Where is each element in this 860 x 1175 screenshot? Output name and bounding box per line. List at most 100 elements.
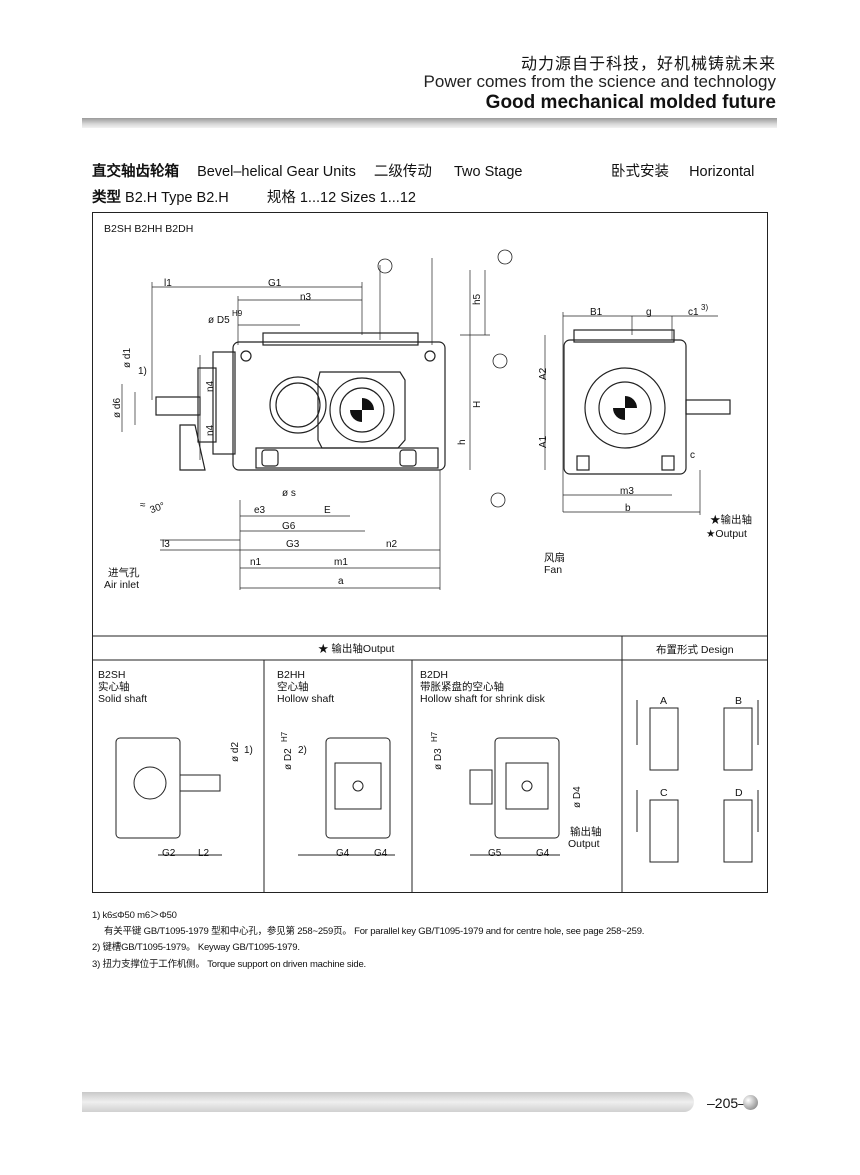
footer-dot-icon — [743, 1095, 758, 1110]
title-en-stage: Two Stage — [453, 164, 523, 180]
b2sh-dim-d2: ø d2 — [230, 741, 241, 762]
title-en-horizontal: Horizontal — [689, 164, 755, 180]
page-number: –205– — [707, 1095, 746, 1111]
design-section-title: 布置形式 Design — [656, 644, 734, 656]
footnote-2: 2) 键槽GB/T1095-1979。 Keyway GB/T1095-1979… — [92, 942, 300, 953]
drawing-frame — [92, 212, 768, 893]
title-mounting: 卧式安装 Horizontal — [611, 160, 754, 181]
footnote-3: 3) 扭力支撑位于工作机侧。 Torque support on driven … — [92, 959, 366, 970]
dim-G3: G3 — [286, 539, 300, 550]
dim-c: c — [690, 450, 695, 461]
side-view-dimensions — [544, 312, 718, 515]
dim-m1: m1 — [334, 557, 348, 568]
dim-n4-bottom: n4 — [205, 424, 216, 436]
b2dh-dim-G4: G4 — [536, 848, 550, 859]
dim-n2: n2 — [386, 539, 398, 550]
b2sh-en: Solid shaft — [98, 693, 148, 705]
b2dh-dim-D3: ø D3 — [433, 748, 444, 770]
output-shaft-cn: ★输出轴 — [710, 514, 752, 526]
dim-b: b — [625, 503, 631, 514]
air-inlet-cn: 进气孔 — [108, 567, 140, 579]
b2hh-dim-G4-a: G4 — [336, 848, 350, 859]
design-label-B: B — [735, 695, 743, 707]
dim-h5: h5 — [472, 293, 483, 305]
b2dh-output-en: Output — [568, 838, 600, 850]
title-type-code: B2.H — [125, 190, 158, 206]
header-slogan-en: Power comes from the science and technol… — [423, 72, 776, 91]
title-size-cn: 规格 1...12 — [266, 190, 337, 206]
b2dh-cn: 带胀紧盘的空心轴 — [420, 681, 504, 693]
b2hh-dim-D2: ø D2 — [283, 748, 294, 770]
title-en-gear: Bevel–helical Gear Units — [197, 164, 356, 180]
output-view-b2sh — [115, 737, 222, 856]
header-slogan-bold: Good mechanical molded future — [485, 92, 776, 113]
dim-B1: B1 — [590, 307, 603, 318]
dim-a: a — [338, 576, 344, 587]
dim-H9-tol: H9 — [232, 309, 243, 318]
title-cn-gear: 直交轴齿轮箱 — [92, 164, 179, 180]
title-type-code-2: B2.H — [196, 190, 229, 206]
angle-approx: ≈ — [140, 500, 146, 511]
air-inlet-en: Air inlet — [104, 579, 140, 591]
dim-s: ø s — [282, 488, 296, 499]
b2hh-code: B2HH — [277, 669, 306, 681]
b2hh-cn: 空心轴 — [277, 681, 309, 693]
footer-bar — [82, 1092, 694, 1112]
dim-h: h — [457, 439, 468, 445]
b2hh-dim-G4-b: G4 — [374, 848, 388, 859]
b2sh-code: B2SH — [98, 669, 126, 681]
title-type-cn: 类型 — [92, 190, 121, 206]
design-label-C: C — [660, 787, 668, 799]
b2dh-en: Hollow shaft for shrink disk — [420, 693, 545, 705]
dim-E: E — [324, 505, 331, 516]
b2hh-tol: H7 — [280, 731, 289, 742]
design-views — [636, 700, 759, 863]
dim-d1: ø d1 — [122, 347, 133, 368]
b2hh-note: 2) — [298, 745, 307, 756]
side-view-gearbox — [563, 329, 731, 475]
dim-n1: n1 — [250, 557, 262, 568]
b2sh-cn: 实心轴 — [98, 681, 130, 693]
b2sh-note: 1) — [244, 745, 253, 756]
title-line-2: 类型 B2.H Type B2.H 规格 1...12 Sizes 1...12 — [92, 186, 416, 207]
b2dh-dim-D4: ø D4 — [572, 786, 583, 808]
b2dh-output-cn: 输出轴 — [570, 826, 602, 838]
marker-symbols — [377, 249, 513, 508]
output-section-title: ★ 输出轴Output — [318, 643, 395, 655]
b2dh-code: B2DH — [420, 669, 449, 681]
front-view-dimensions — [121, 258, 490, 590]
title-line-1: 直交轴齿轮箱 Bevel–helical Gear Units 二级传动 Two… — [92, 160, 522, 181]
output-view-b2dh — [469, 737, 560, 856]
title-size-en: Sizes 1...12 — [340, 190, 416, 206]
b2hh-en: Hollow shaft — [277, 693, 335, 705]
dim-G6: G6 — [282, 521, 296, 532]
header-divider-bar — [82, 118, 777, 128]
dim-l1: l1 — [164, 278, 172, 289]
title-cn-horizontal: 卧式安装 — [611, 164, 669, 180]
footnote-1: 1) k6≤Φ50 m6＞Φ50 — [92, 910, 177, 921]
dim-m3: m3 — [620, 486, 634, 497]
dim-l3: l3 — [162, 539, 170, 550]
dim-n3: n3 — [300, 292, 312, 303]
header-slogan-cn: 动力源自于科技，好机械铸就未来 — [520, 54, 776, 73]
output-view-b2hh — [298, 737, 395, 856]
dim-G1: G1 — [268, 278, 282, 289]
design-label-A: A — [660, 695, 668, 707]
dim-e3: e3 — [254, 505, 266, 516]
side-view-centermark — [613, 396, 637, 420]
dim-c1: c1 — [688, 307, 699, 318]
fan-cn: 风扇 — [544, 552, 565, 564]
dim-c1-note: 3) — [701, 303, 709, 312]
drawing-variants-label: B2SH B2HH B2DH — [104, 223, 194, 235]
front-view-gearbox — [155, 332, 446, 471]
front-view-centermark — [350, 398, 374, 422]
b2sh-dim-G2: G2 — [162, 848, 176, 859]
dim-n4-top: n4 — [205, 380, 216, 392]
b2sh-dim-L2: L2 — [198, 848, 210, 859]
dim-A1: A1 — [538, 435, 549, 448]
title-cn-stage: 二级传动 — [373, 164, 432, 180]
dim-g: g — [646, 307, 652, 318]
dim-d6: ø d6 — [112, 397, 123, 418]
dim-d1-note: 1) — [138, 366, 147, 377]
